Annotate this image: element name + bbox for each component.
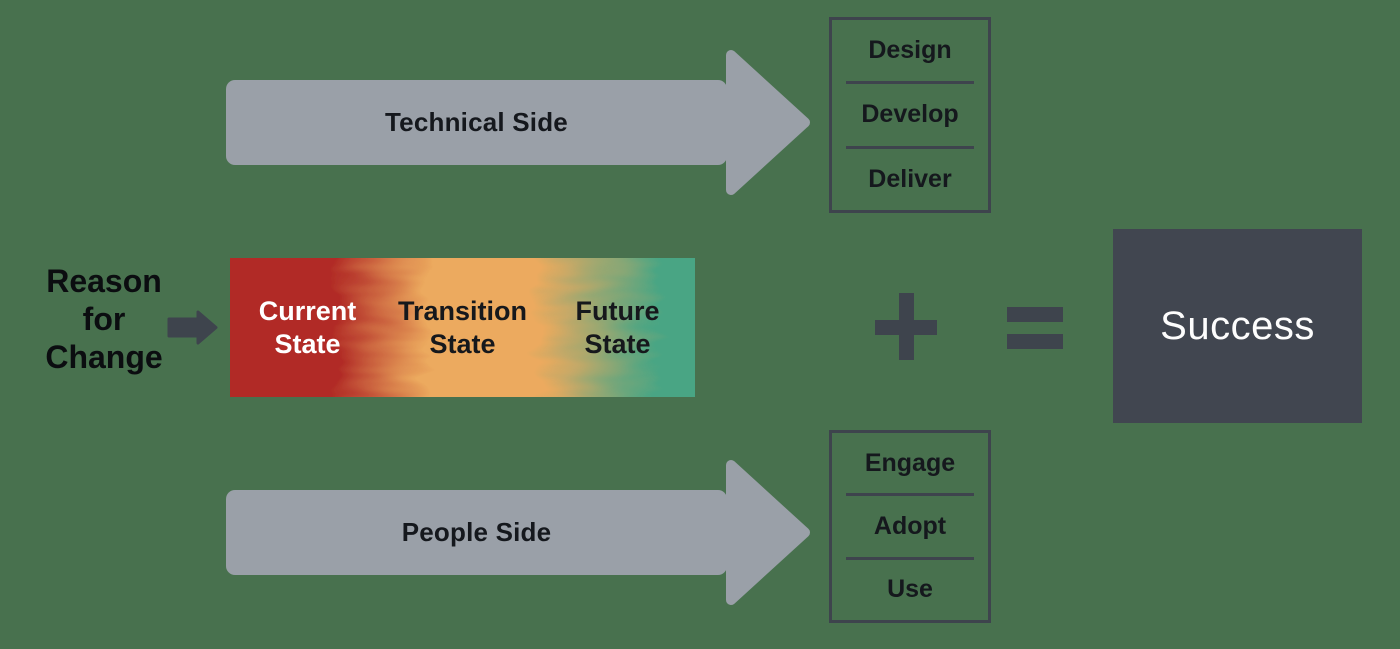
people-steps-box: Engage Adopt Use: [829, 430, 991, 623]
people-arrow-right-icon: [226, 460, 810, 605]
step-adopt: Adopt: [873, 511, 947, 540]
people-side-label: People Side: [401, 517, 552, 547]
future-state-label: Future State: [575, 295, 660, 359]
current-state-label: Current State: [258, 295, 357, 359]
technical-side-label: Technical Side: [385, 107, 568, 137]
reason-for-change-label: Reason for Change: [45, 263, 163, 375]
success-box: Success: [1113, 229, 1362, 423]
step-develop: Develop: [861, 100, 959, 129]
step-engage: Engage: [864, 448, 956, 477]
technical-arrow-right-icon: [226, 50, 810, 195]
equals-icon: [1007, 307, 1063, 349]
success-label: Success: [1160, 303, 1315, 348]
arrow-right-icon: [167, 310, 218, 345]
transition-state-label: Transition State: [397, 295, 527, 359]
plus-icon: [875, 293, 937, 360]
step-deliver: Deliver: [868, 164, 952, 193]
divider: [846, 81, 974, 85]
technical-steps-box: Design Develop Deliver: [829, 17, 991, 213]
state-gradient-bar: Current State Transition State Future St…: [230, 258, 695, 397]
divider: [846, 145, 974, 149]
divider: [846, 556, 974, 560]
state-gradient: [230, 258, 695, 397]
step-use: Use: [887, 575, 933, 604]
step-design: Design: [868, 36, 952, 65]
divider: [846, 493, 974, 497]
